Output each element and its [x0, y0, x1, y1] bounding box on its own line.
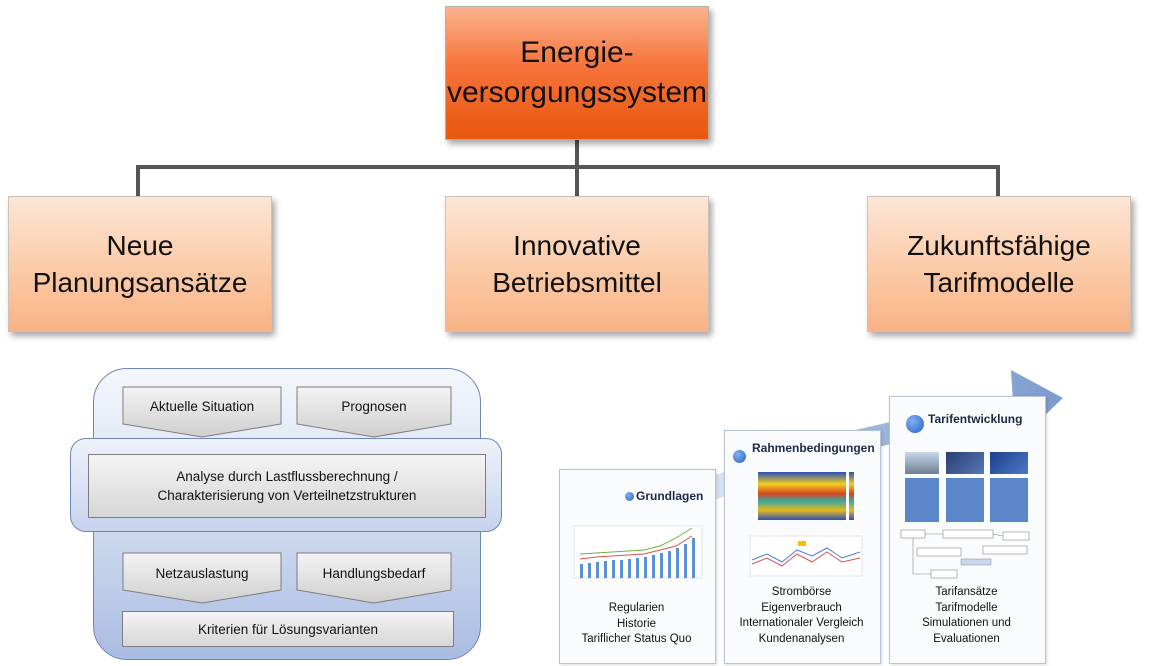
pillar-planning: Neue Planungsansätze	[8, 196, 272, 332]
input-current-situation: Aktuelle Situation	[149, 398, 255, 414]
stage-basics-text: Regularien Historie Tariflicher Status Q…	[581, 602, 692, 645]
stage-tariffs-dot	[906, 415, 924, 433]
input-chevron-left	[122, 386, 282, 438]
stage-framework-heading: Rahmenbedingungen	[752, 441, 875, 455]
tariff-tile-3	[990, 478, 1028, 522]
basics-bar-chart	[573, 525, 703, 579]
root-node: Energie- versorgungssystem	[445, 6, 709, 140]
stage-tariffs-heading: Tarifentwicklung	[928, 412, 1023, 426]
input-chevron-right	[296, 386, 452, 438]
pillar-tariffs: Zukunftsfähige Tarifmodelle	[867, 196, 1131, 332]
pillar-equipment-label: Innovative Betriebsmittel	[492, 230, 662, 298]
stage-basics-dot	[625, 492, 634, 501]
framework-heatmap	[758, 472, 854, 520]
stage-tariffs-text: Tarifansätze Tarifmodelle Simulationen u…	[922, 586, 1011, 645]
connector-right	[577, 165, 1000, 196]
output-need-for-action: Handlungsbedarf	[322, 565, 426, 581]
photo-pv-battery	[990, 452, 1028, 474]
pillar-tariffs-label: Zukunftsfähige Tarifmodelle	[907, 230, 1091, 298]
tariff-tile-1	[905, 478, 939, 522]
stage-framework-text: Strombörse Eigenverbrauch Internationale…	[739, 586, 864, 645]
input-forecasts: Prognosen	[341, 398, 407, 414]
output-chevron-right	[296, 552, 452, 604]
tariff-tile-2	[946, 478, 984, 522]
framework-line-chart	[749, 535, 863, 577]
analysis-box: Analyse durch Lastflussberechnung / Char…	[88, 454, 486, 518]
pillar-planning-label: Neue Planungsansätze	[32, 230, 248, 298]
root-label: Energie- versorgungssystem	[446, 36, 708, 109]
tariff-flow-diagram	[900, 529, 1030, 579]
output-chevron-left	[122, 552, 282, 604]
criteria-box: Kriterien für Lösungsvarianten	[122, 611, 454, 647]
connector-left	[136, 138, 579, 196]
stage-framework-dot	[733, 450, 746, 463]
stage-basics-heading: Grundlagen	[636, 489, 704, 503]
pillar-equipment: Innovative Betriebsmittel	[445, 196, 709, 332]
photo-installation	[905, 452, 939, 474]
photo-pv-panels	[946, 452, 984, 474]
output-grid-utilization: Netzauslastung	[155, 565, 249, 581]
